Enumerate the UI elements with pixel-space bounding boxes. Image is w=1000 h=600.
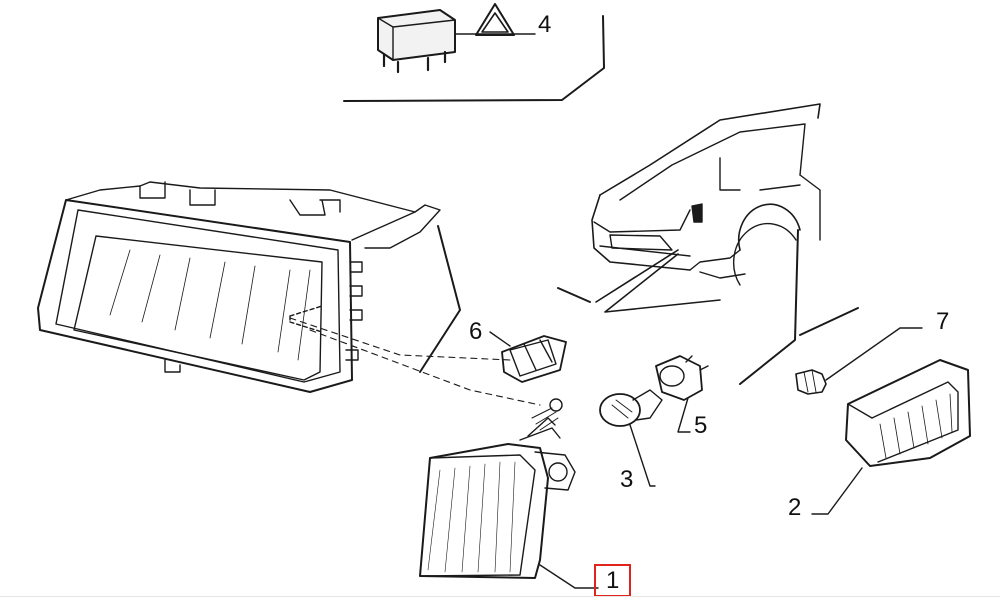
callout-1[interactable]: 1 <box>594 564 632 597</box>
bulb-holder-part[interactable] <box>655 355 709 401</box>
leader-line-3 <box>629 424 656 487</box>
callout-7[interactable]: 7 <box>936 308 950 335</box>
leader-line-5 <box>677 397 691 433</box>
callout-5[interactable]: 5 <box>694 412 708 439</box>
side-repeater-part[interactable] <box>845 359 971 467</box>
leader-line-2 <box>811 467 863 515</box>
leader-line-6 <box>489 331 511 347</box>
car-pointer <box>595 249 721 313</box>
callout-6[interactable]: 6 <box>469 318 483 345</box>
group-bracket-1 <box>419 225 461 373</box>
leader-line-7 <box>825 327 923 381</box>
group-bracket-7 <box>799 307 859 336</box>
dashed-projection <box>289 317 541 406</box>
group-bracket-4 <box>343 15 605 102</box>
page-divider <box>0 596 1000 597</box>
indicator-bulb-part[interactable] <box>599 389 663 427</box>
callout-3[interactable]: 3 <box>620 466 634 493</box>
leader-line-1 <box>539 564 599 589</box>
callout-4[interactable]: 4 <box>538 11 552 38</box>
headlamp-unit[interactable] <box>37 181 441 393</box>
hazard-warning-icon <box>475 3 515 36</box>
repeater-bulb-part[interactable] <box>795 369 827 395</box>
group-bracket-car <box>557 229 799 385</box>
relay-part[interactable] <box>377 9 456 74</box>
corner-indicator-part[interactable] <box>419 398 576 579</box>
car-illustration <box>591 103 821 286</box>
callout-2[interactable]: 2 <box>788 494 802 521</box>
mounting-clip-part[interactable] <box>501 335 567 383</box>
